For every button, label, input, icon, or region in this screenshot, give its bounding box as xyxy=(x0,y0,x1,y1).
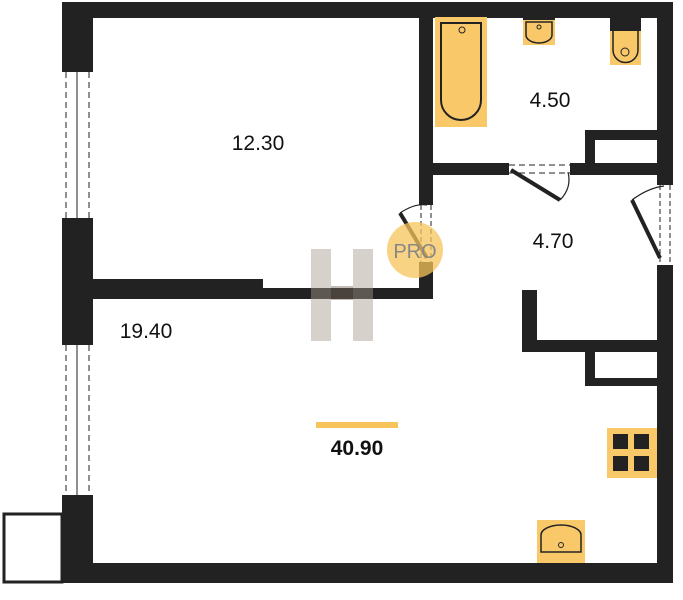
living-kitchen-area: 19.40 xyxy=(120,320,173,343)
bathtub xyxy=(435,17,487,127)
total-area: 40.90 xyxy=(331,437,384,460)
bedroom-area: 12.30 xyxy=(232,132,285,155)
window-bedroom xyxy=(62,72,93,218)
stove xyxy=(607,428,657,478)
pro-badge xyxy=(387,222,443,278)
total-area-bar xyxy=(316,422,398,428)
door-bathroom xyxy=(509,164,570,202)
watermark-logo xyxy=(311,249,373,341)
kitchen-sink xyxy=(537,520,585,563)
window-living xyxy=(62,345,93,495)
hallway-area: 4.70 xyxy=(533,230,574,253)
door-entrance xyxy=(630,185,673,265)
bathroom-area: 4.50 xyxy=(530,89,571,112)
balcony xyxy=(2,512,64,584)
pro-badge-text: PRO xyxy=(393,241,436,263)
bathroom-sink xyxy=(523,15,555,45)
toilet xyxy=(610,15,641,65)
